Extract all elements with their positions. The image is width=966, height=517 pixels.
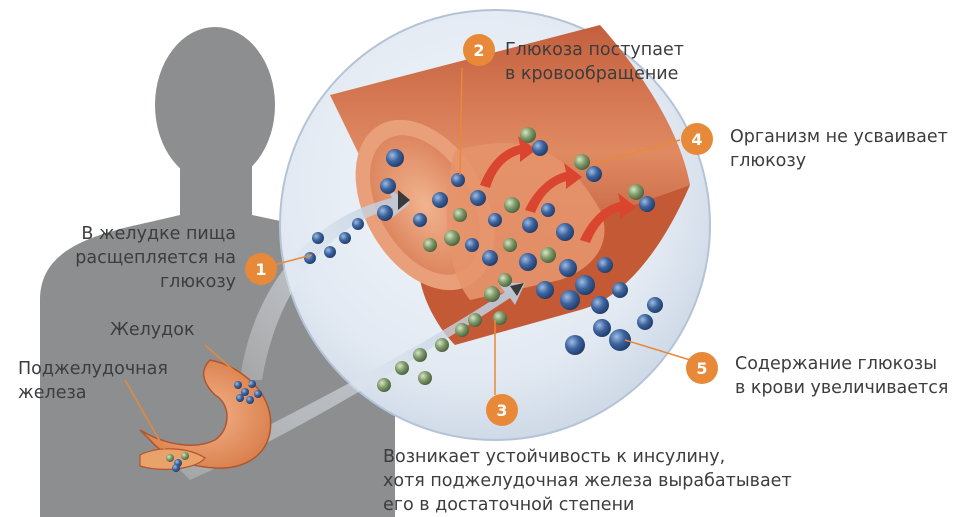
step-3-line-1: Возникает устойчивость к инсулину, [383, 445, 792, 469]
blue-molecule [639, 196, 655, 212]
green-molecule [503, 238, 517, 252]
blue-molecule [413, 213, 427, 227]
blue-molecule [465, 238, 479, 252]
blue-molecule [488, 213, 502, 227]
step-2-label: Глюкоза поступает в кровообращение [505, 38, 684, 86]
blue-molecule [339, 232, 351, 244]
step-badge-2: 2 [463, 34, 495, 66]
blue-molecule [637, 314, 653, 330]
pancreas-label: Поджелудочная железа [18, 357, 168, 405]
step-badge-3: 3 [486, 394, 518, 426]
blue-molecule [560, 290, 580, 310]
step-2-line-2: в кровообращение [505, 62, 684, 86]
green-molecule [540, 247, 556, 263]
blue-molecule [541, 203, 555, 217]
step-1-line-1: В желудке пища [75, 222, 236, 246]
step-number-4: 4 [691, 130, 702, 149]
blue-molecule [565, 335, 585, 355]
blue-molecule [234, 381, 242, 389]
blue-molecule [470, 190, 486, 206]
step-3-label: Возникает устойчивость к инсулину, хотя … [383, 445, 792, 517]
blue-molecule [451, 173, 465, 187]
blue-molecule [236, 394, 244, 402]
step-3-line-3: его в достаточной степени [383, 493, 792, 517]
step-4-line-1: Организм не усваивает [730, 125, 948, 149]
green-molecule [413, 348, 427, 362]
step-badge-4: 4 [681, 123, 713, 155]
step-4-line-2: глюкозу [730, 149, 948, 173]
blue-molecule [312, 232, 324, 244]
green-molecule [453, 208, 467, 222]
step-1-line-2: расщепляется на [75, 246, 236, 270]
step-number-1: 1 [255, 260, 266, 279]
green-molecule [455, 323, 469, 337]
blue-molecule [304, 252, 316, 264]
green-molecule [435, 338, 449, 352]
step-2-line-1: Глюкоза поступает [505, 38, 684, 62]
blue-molecule [586, 166, 602, 182]
blue-molecule [536, 281, 554, 299]
blue-molecule [380, 178, 396, 194]
step-1-label: В желудке пища расщепляется на глюкозу [75, 222, 236, 294]
green-molecule [166, 454, 174, 462]
blue-molecule [593, 319, 611, 337]
green-molecule [498, 273, 512, 287]
step-5-label: Содержание глюкозы в крови увеличивается [735, 352, 948, 400]
pancreas-line-1: Поджелудочная [18, 357, 168, 381]
blue-molecule [647, 297, 663, 313]
green-molecule [468, 313, 482, 327]
blue-molecule [482, 250, 498, 266]
step-4-label: Организм не усваивает глюкозу [730, 125, 948, 173]
blue-molecule [254, 390, 262, 398]
blue-molecule [532, 140, 548, 156]
step-badge-1: 1 [245, 253, 277, 285]
step-number-3: 3 [496, 401, 507, 420]
green-molecule [423, 238, 437, 252]
blue-molecule [556, 223, 574, 241]
green-molecule [418, 371, 432, 385]
green-molecule [181, 452, 189, 460]
step-number-5: 5 [696, 359, 707, 378]
blue-molecule [591, 296, 609, 314]
blue-molecule [246, 396, 254, 404]
green-molecule [520, 127, 536, 143]
step-1-line-3: глюкозу [75, 270, 236, 294]
green-molecule [484, 286, 500, 302]
blue-molecule [609, 329, 631, 351]
blue-molecule [522, 217, 538, 233]
green-molecule [504, 197, 520, 213]
blue-molecule [575, 275, 595, 295]
step-5-line-2: в крови увеличивается [735, 376, 948, 400]
blue-molecule [597, 257, 613, 273]
blue-molecule [432, 192, 448, 208]
step-badge-5: 5 [686, 352, 718, 384]
pancreas-line-2: железа [18, 381, 168, 405]
blue-molecule [386, 149, 404, 167]
green-molecule [444, 230, 460, 246]
green-molecule [628, 184, 644, 200]
blue-molecule [377, 205, 393, 221]
green-molecule [377, 378, 391, 392]
green-molecule [574, 154, 590, 170]
step-5-line-1: Содержание глюкозы [735, 352, 948, 376]
step-3-line-2: хотя поджелудочная железа вырабатывает [383, 469, 792, 493]
blue-molecule [612, 282, 628, 298]
blue-molecule [324, 246, 336, 258]
stomach-label: Желудок [110, 318, 195, 342]
blue-molecule [172, 464, 180, 472]
blue-molecule [559, 259, 577, 277]
blue-molecule [519, 253, 537, 271]
green-molecule [395, 361, 409, 375]
blue-molecule [352, 218, 364, 230]
step-number-2: 2 [473, 41, 484, 60]
